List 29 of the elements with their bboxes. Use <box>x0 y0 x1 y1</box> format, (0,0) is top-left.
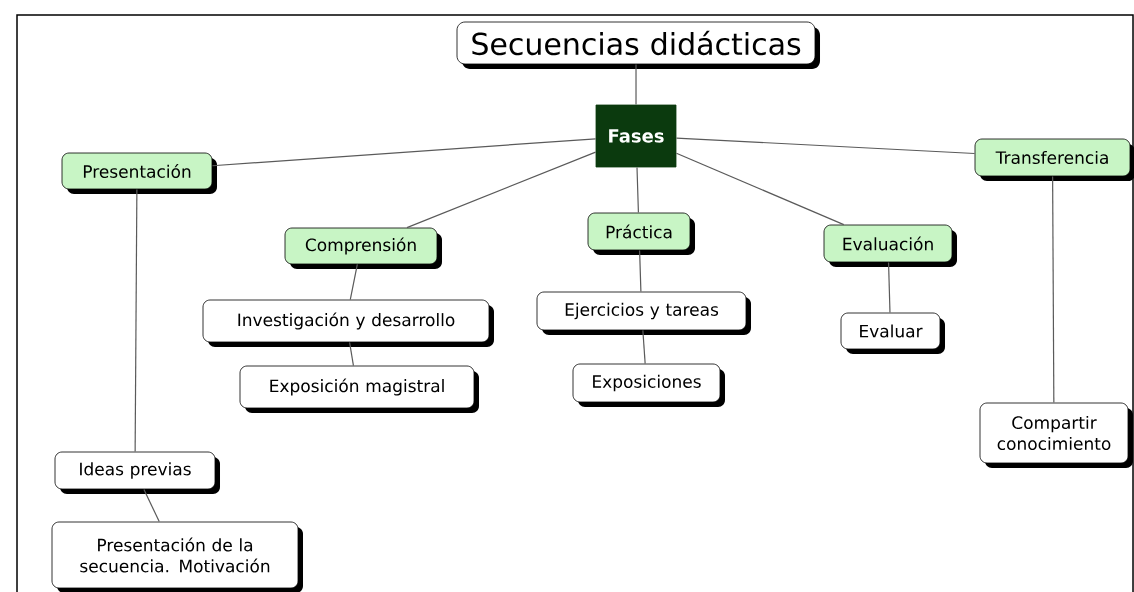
concept-box: Presentación de la secuencia. Motivación <box>51 521 303 592</box>
phase-box: Presentación <box>61 152 217 194</box>
phase-box: Práctica <box>587 212 695 255</box>
phase-box: Transferencia <box>974 138 1134 181</box>
connector <box>675 152 845 226</box>
concept-box: Ideas previas <box>54 451 220 494</box>
hub-box: Fases <box>595 104 677 168</box>
concept-box: Ejercicios y tareas <box>536 291 751 335</box>
connector <box>636 166 639 214</box>
connector <box>134 188 138 453</box>
phase-box: Comprensión <box>284 227 442 269</box>
connector <box>639 249 642 293</box>
connector <box>211 138 597 167</box>
phase-box: Evaluación <box>823 224 957 267</box>
connector <box>675 137 976 155</box>
concept-box: Evaluar <box>840 312 945 354</box>
concept-box: Investigación y desarrollo <box>202 299 494 347</box>
connector <box>887 261 891 314</box>
connector <box>143 488 160 523</box>
connector <box>1052 175 1055 404</box>
title-box: Secuencias didácticas <box>456 21 820 69</box>
concept-box: Exposición magistral <box>239 365 479 413</box>
connector <box>348 341 355 367</box>
connector <box>642 329 646 365</box>
connector <box>635 63 637 106</box>
concept-box: Compartir conocimiento <box>979 402 1133 468</box>
connector <box>406 151 597 229</box>
concept-box: Exposiciones <box>572 363 725 407</box>
connector <box>349 263 358 301</box>
